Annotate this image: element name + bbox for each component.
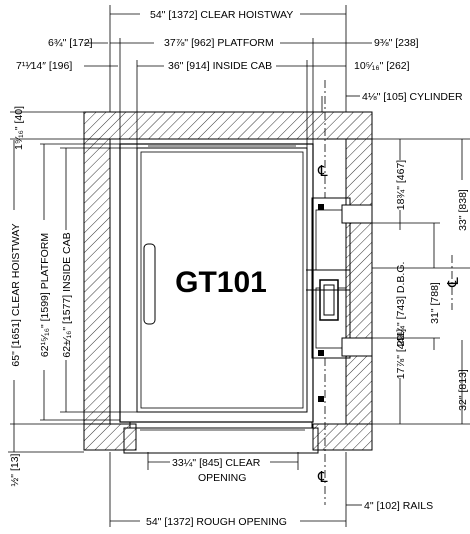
dim-right-bottom-gap: 17⅞" [441] xyxy=(395,329,407,380)
dim-rail-span: 31" [788] xyxy=(429,282,441,324)
dim-inside-cab-top: 36" [914] INSIDE CAB xyxy=(168,60,272,72)
dim-clear-hoistway-left: 65" [1651] CLEAR HOISTWAY xyxy=(10,223,22,366)
centerline-symbol-right: ℄ xyxy=(445,277,462,288)
dim-right-9-3-8: 9⅜" [238] xyxy=(374,37,419,49)
dim-far-right-top: 33" [838] xyxy=(457,189,469,231)
dim-right-top: 18¾" [467] xyxy=(395,160,407,211)
hoistway-walls xyxy=(83,111,373,451)
centerline-symbol-top: ℄ xyxy=(317,163,328,180)
dim-top-gap: 1⁹⁄₁₆" [40] xyxy=(13,106,25,150)
dim-right-10-5-16: 10⁵⁄₁₆" [262] xyxy=(354,60,410,72)
dim-inside-cab-left: 62±⁄₁₆" [1577] INSIDE CAB xyxy=(61,232,73,357)
dim-platform-left: 62¹⁵⁄₁₆" [1599] PLATFORM xyxy=(39,233,51,357)
dim-clear-hoistway-top: 54" [1372] CLEAR HOISTWAY xyxy=(150,9,293,21)
dim-far-right-bottom: 32" [813] xyxy=(457,369,469,411)
cab xyxy=(119,143,319,454)
centerline-symbol-bottom: ℄ xyxy=(317,469,328,486)
dim-rough-opening: 54" [1372] ROUGH OPENING xyxy=(146,516,287,528)
dim-left-7-11-16: 7¹¹⁄14″ [196] xyxy=(16,60,72,72)
dimension-lines xyxy=(8,5,470,527)
dim-rails: 4" [102] RAILS xyxy=(364,500,433,512)
dim-cylinder: 4⅛" [105] CYLINDER xyxy=(362,91,463,103)
cab-title: GT101 xyxy=(175,266,267,299)
dim-sill-gap: ½" [13] xyxy=(9,453,21,486)
dim-dbg: 29¼" [743] D.B.G. xyxy=(395,262,407,347)
dim-opening-word: OPENING xyxy=(198,472,246,484)
dim-left-6-3-4: 6¾" [172] xyxy=(48,37,93,49)
dim-clear-opening: 33¼" [845] CLEAR xyxy=(172,457,261,469)
dim-platform-top: 37⅞" [962] PLATFORM xyxy=(164,37,274,49)
